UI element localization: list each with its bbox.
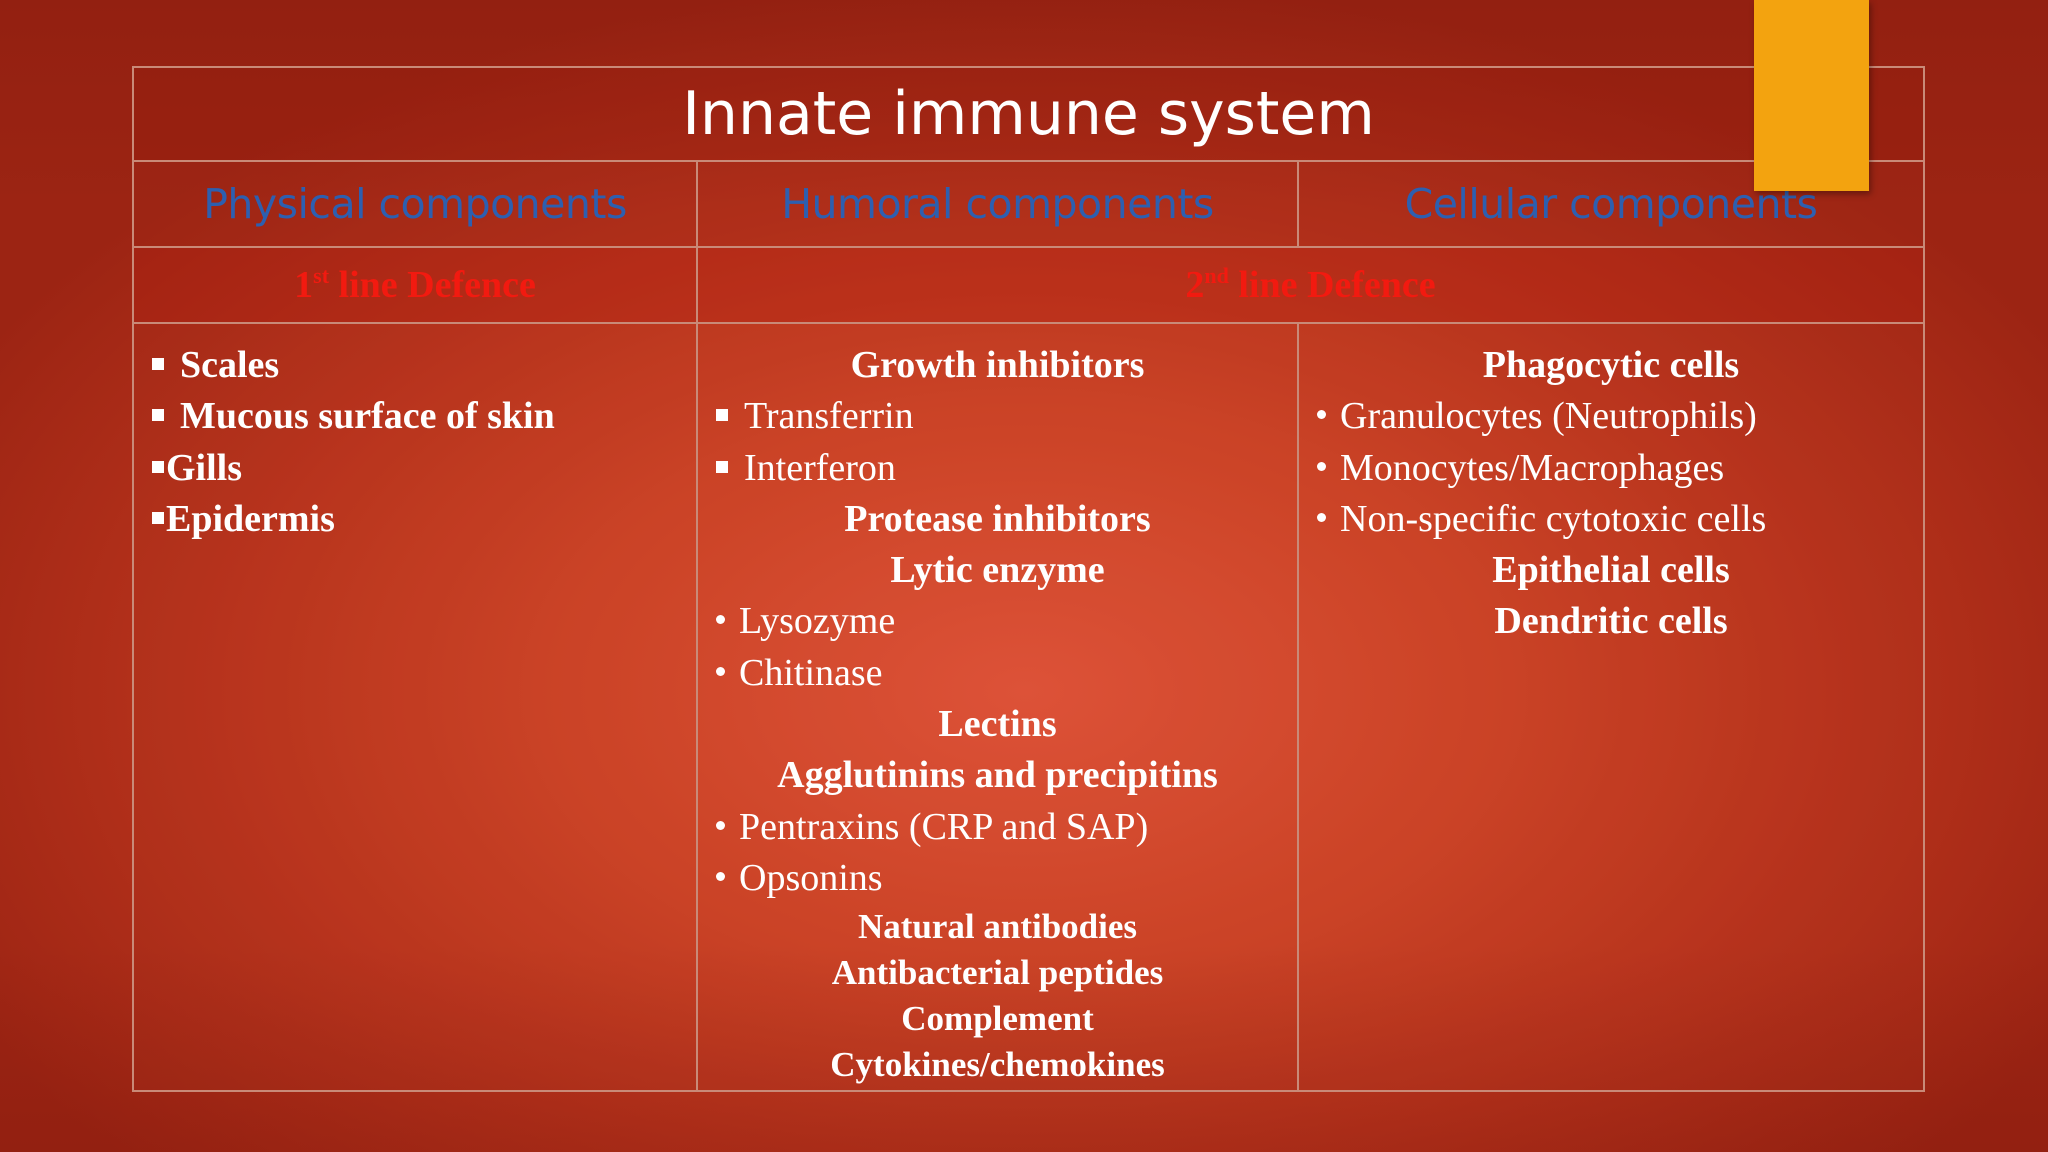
header-humoral-label: Humoral components — [781, 180, 1214, 228]
first-line-defence-label: 1st line Defence — [294, 263, 536, 306]
subheading: Lectins — [716, 699, 1279, 750]
list-item-text: Growth inhibitors — [850, 344, 1145, 386]
round-bullet-icon — [716, 820, 725, 830]
subheading: Antibacterial peptides — [716, 950, 1279, 996]
list-item: Epidermis — [152, 494, 678, 545]
list-item: Mucous surface of skin — [152, 391, 678, 442]
list-item-text: Epithelial cells — [1492, 549, 1730, 592]
list-item: Opsonins — [716, 853, 1279, 904]
list-item-text: Lytic enzyme — [890, 549, 1105, 592]
square-bullet-icon — [716, 460, 728, 473]
subheading: Complement — [716, 996, 1279, 1042]
subheading: Epithelial cells — [1317, 545, 1905, 596]
second-line-defence-cell: 2nd line Defence — [695, 246, 1926, 324]
list-item-text: Opsonins — [739, 856, 883, 899]
list-item-text: Chitinase — [739, 651, 883, 694]
header-physical: Physical components — [132, 160, 698, 248]
innate-immune-table: Innate immune system Physical components… — [131, 66, 1926, 1092]
list-item-text: Non-specific cytotoxic cells — [1340, 497, 1767, 540]
subheading: Natural antibodies — [716, 904, 1279, 950]
round-bullet-icon — [716, 871, 725, 881]
list-item-text: Granulocytes (Neutrophils) — [1340, 395, 1757, 438]
slide-title: Innate immune system — [682, 79, 1375, 149]
list-item: Interferon — [716, 443, 1279, 494]
subheading: Protease inhibitors — [716, 494, 1279, 545]
list-item-text: Agglutinins and precipitins — [777, 754, 1218, 797]
list-item-text: Lysozyme — [739, 600, 896, 643]
list-item-text: Pentraxins (CRP and SAP) — [739, 805, 1149, 848]
round-bullet-icon — [716, 615, 725, 625]
subheading: Phagocytic cells — [1317, 340, 1905, 391]
second-line-defence-label: 2nd line Defence — [1185, 263, 1436, 306]
list-item: Chitinase — [716, 648, 1279, 699]
list-item-text: Mucous surface of skin — [180, 395, 555, 438]
subheading: Growth inhibitors — [716, 340, 1279, 391]
list-item: Monocytes/Macrophages — [1317, 443, 1905, 494]
round-bullet-icon — [1317, 512, 1326, 522]
list-item: Transferrin — [716, 391, 1279, 442]
round-bullet-icon — [1317, 410, 1326, 420]
accent-bar — [1754, 0, 1869, 191]
list-item-text: Natural antibodies — [857, 907, 1138, 947]
list-item: Lysozyme — [716, 596, 1279, 647]
title-cell: Innate immune system — [131, 66, 1926, 162]
list-item-text: Antibacterial peptides — [831, 953, 1164, 993]
round-bullet-icon — [1317, 461, 1326, 471]
list-item: Scales — [152, 340, 678, 391]
header-humoral: Humoral components — [696, 160, 1299, 248]
list-item: Pentraxins (CRP and SAP) — [716, 802, 1279, 853]
list-item-text: Complement — [901, 999, 1094, 1039]
list-item-text: Monocytes/Macrophages — [1340, 446, 1725, 489]
list-item-text: Interferon — [744, 446, 896, 489]
square-bullet-icon — [716, 409, 728, 422]
first-line-defence-cell: 1st line Defence — [132, 246, 698, 324]
list-item-text: Gills — [166, 446, 243, 489]
subheading: Lytic enzyme — [716, 545, 1279, 596]
square-bullet-icon — [152, 511, 164, 524]
list-item: Granulocytes (Neutrophils) — [1317, 391, 1905, 442]
square-bullet-icon — [152, 409, 164, 422]
list-item-text: Protease inhibitors — [844, 497, 1151, 540]
list-item-text: Phagocytic cells — [1482, 344, 1740, 386]
list-item-text: Lectins — [938, 703, 1057, 746]
square-bullet-icon — [152, 460, 164, 473]
list-item-text: Scales — [180, 344, 280, 386]
list-item: Non-specific cytotoxic cells — [1317, 494, 1905, 545]
subheading: Cytokines/chemokines — [716, 1042, 1279, 1088]
subheading: Dendritic cells — [1317, 596, 1905, 647]
list-item-text: Epidermis — [166, 497, 335, 540]
list-item-text: Cytokines/chemokines — [830, 1045, 1165, 1085]
list-item-text: Dendritic cells — [1494, 600, 1728, 643]
round-bullet-icon — [716, 666, 725, 676]
subheading: Agglutinins and precipitins — [716, 750, 1279, 801]
header-physical-label: Physical components — [203, 180, 627, 228]
header-cellular-label: Cellular components — [1404, 180, 1818, 228]
square-bullet-icon — [152, 358, 164, 370]
list-item-text: Transferrin — [744, 395, 914, 438]
list-item: Gills — [152, 443, 678, 494]
